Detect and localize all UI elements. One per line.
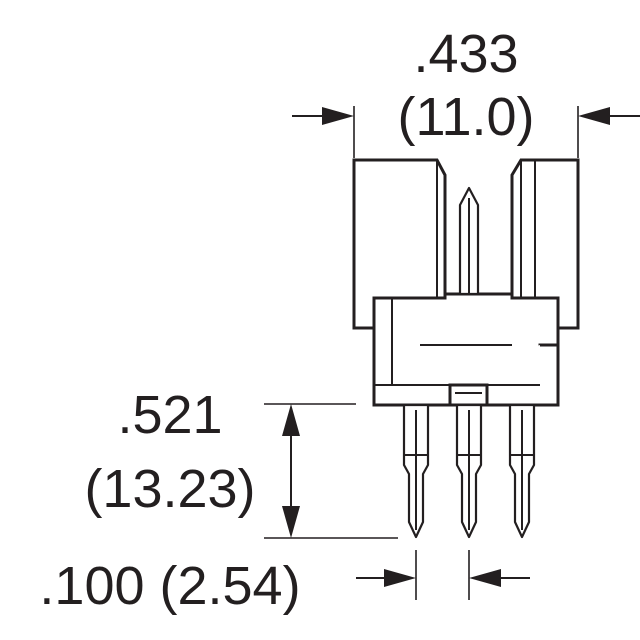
height-arrow-bottom bbox=[282, 506, 300, 538]
pitch-label: .100 (2.54) bbox=[39, 556, 300, 616]
center-top-pin bbox=[458, 186, 480, 296]
height-arrow-top bbox=[282, 404, 300, 436]
width-arrow-left bbox=[322, 107, 354, 125]
lower-pin-left bbox=[402, 403, 430, 539]
height-inch-label: .521 bbox=[117, 385, 222, 445]
pitch-arrow-left bbox=[384, 569, 416, 587]
pitch-arrow-right bbox=[469, 569, 501, 587]
connector-housing bbox=[352, 158, 580, 407]
pitch-dimension: .100 (2.54) bbox=[39, 550, 530, 616]
height-dimension: .521 (13.23) bbox=[84, 385, 398, 539]
lower-pin-right bbox=[508, 403, 536, 539]
center-standoff bbox=[448, 383, 489, 407]
width-dimension: .433 (11.0) bbox=[292, 24, 640, 158]
height-mm-label: (13.23) bbox=[84, 459, 255, 519]
lower-pin-center bbox=[455, 403, 483, 539]
width-mm-label: (11.0) bbox=[397, 87, 534, 147]
width-arrow-right bbox=[578, 107, 610, 125]
width-inch-label: .433 bbox=[413, 24, 518, 84]
